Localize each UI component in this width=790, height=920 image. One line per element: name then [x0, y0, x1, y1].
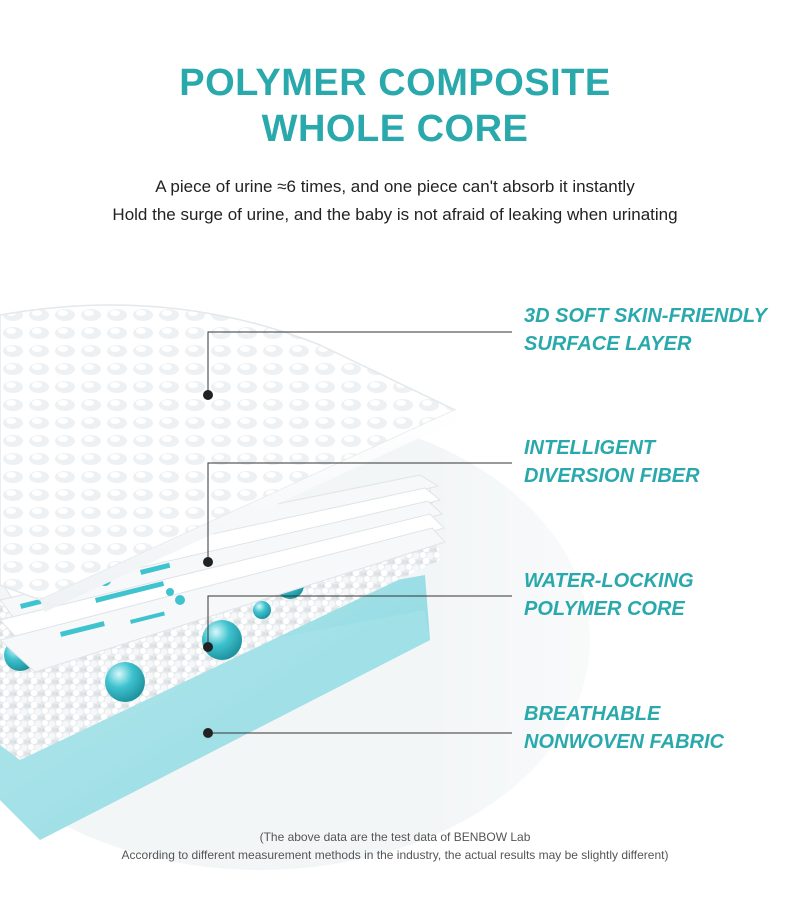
leader-dot-fiber: [203, 557, 213, 567]
surface-layer-shape: [0, 305, 455, 600]
heading-line-2: WHOLE CORE: [261, 108, 529, 150]
subtitle-line-2: Hold the surge of urine, and the baby is…: [112, 205, 678, 224]
leader-dots: [203, 390, 213, 738]
footnote-line-2: According to different measurement metho…: [121, 848, 669, 862]
label-polymer-core: WATER-LOCKING POLYMER CORE: [524, 567, 694, 623]
label-polymer-core-line-2: POLYMER CORE: [524, 598, 685, 620]
subtitle-line-1: A piece of urine ≈6 times, and one piece…: [155, 177, 635, 196]
leader-line-fiber: [207, 462, 512, 562]
label-nonwoven-fabric-line-2: NONWOVEN FABRIC: [524, 731, 724, 753]
label-diversion-fiber-line-2: DIVERSION FIBER: [524, 465, 700, 487]
label-diversion-fiber-line-1: INTELLIGENT: [524, 437, 656, 459]
label-nonwoven-fabric-line-1: BREATHABLE: [524, 703, 661, 725]
label-surface-layer: 3D SOFT SKIN-FRIENDLY SURFACE LAYER: [524, 302, 767, 358]
leader-dot-core: [203, 642, 213, 652]
label-nonwoven-fabric: BREATHABLE NONWOVEN FABRIC: [524, 700, 724, 756]
leader-dot-surface: [203, 390, 213, 400]
layer-illustration: [0, 250, 790, 890]
leader-line-surface: [207, 331, 512, 395]
leader-dot-nonwoven: [203, 728, 213, 738]
label-polymer-core-line-1: WATER-LOCKING: [524, 570, 694, 592]
label-surface-layer-line-2: SURFACE LAYER: [524, 333, 692, 355]
diversion-fiber-shape: [0, 474, 446, 673]
leader-line-core: [207, 595, 512, 647]
heading-line-1: POLYMER COMPOSITE: [179, 62, 611, 104]
label-diversion-fiber: INTELLIGENT DIVERSION FIBER: [524, 434, 700, 490]
leader-lines: [207, 331, 512, 734]
footnote-line-1: (The above data are the test data of BEN…: [259, 830, 531, 844]
label-surface-layer-line-1: 3D SOFT SKIN-FRIENDLY: [524, 305, 767, 327]
